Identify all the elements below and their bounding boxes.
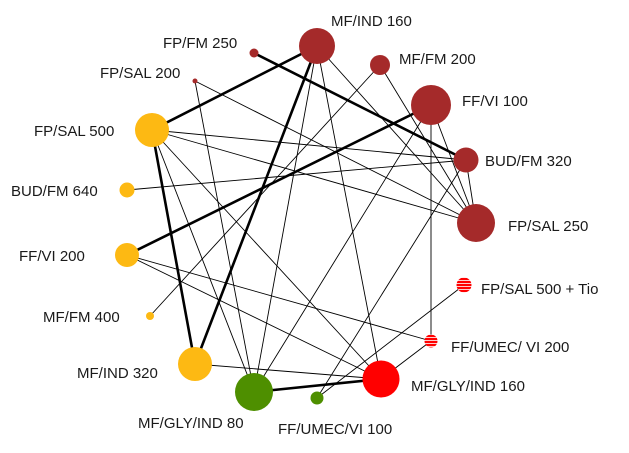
node-label-mf-fm-400: MF/FM 400 [43, 309, 120, 326]
node-label-fp-fm-250: FP/FM 250 [163, 35, 237, 52]
node-ff-umec-vi-100 [310, 391, 324, 405]
edge-mf-ind-320-to-mf-gly-ind-160 [194, 363, 382, 380]
node-fp-fm-250 [249, 48, 259, 58]
edge-mf-fm-200-to-fp-sal-250 [379, 64, 477, 224]
node-label-mf-gly-ind-80: MF/GLY/IND 80 [138, 415, 244, 432]
node-label-fp-sal-200: FP/SAL 200 [100, 65, 180, 82]
node-bud-fm-320 [453, 147, 479, 173]
edge-mf-ind-320-to-mf-ind-160 [193, 44, 319, 366]
edge-mf-gly-ind-80-to-mf-ind-160 [253, 45, 318, 393]
node-label-ff-umec-vi-200: FF/UMEC/ VI 200 [451, 339, 569, 356]
edge-mf-gly-ind-80-to-ff-vi-100 [253, 104, 432, 393]
node-mf-gly-ind-160 [362, 360, 400, 398]
node-ff-umec-vi-200 [424, 334, 438, 348]
edge-ff-vi-200-to-mf-gly-ind-160 [126, 254, 382, 380]
node-label-ff-vi-200: FF/VI 200 [19, 248, 85, 265]
node-bud-fm-640 [119, 182, 135, 198]
node-mf-fm-200 [370, 55, 390, 75]
edge-fp-sal-200-to-fp-sal-250 [194, 80, 477, 224]
edge-mf-fm-400-to-mf-fm-200 [149, 64, 381, 317]
node-mf-ind-160 [299, 28, 335, 64]
node-mf-ind-320 [178, 347, 212, 381]
node-fp-sal-250 [457, 204, 495, 242]
node-label-fp-sal-250: FP/SAL 250 [508, 218, 588, 235]
node-label-bud-fm-640: BUD/FM 640 [11, 183, 98, 200]
node-label-mf-ind-160: MF/IND 160 [331, 13, 412, 30]
edge-ff-vi-100-to-fp-sal-250 [430, 104, 477, 224]
node-mf-fm-400 [146, 312, 154, 320]
edge-fp-sal-500-to-bud-fm-320 [151, 129, 467, 161]
node-label-ff-umec-vi-100: FF/UMEC/VI 100 [278, 421, 392, 438]
nodes-layer [115, 28, 495, 411]
edge-ff-vi-200-to-ff-umec-vi-200 [126, 254, 432, 342]
node-fp-sal-500 [135, 113, 169, 147]
edge-fp-sal-500-to-mf-gly-ind-160 [151, 129, 382, 380]
node-label-mf-gly-ind-160: MF/GLY/IND 160 [411, 378, 525, 395]
node-fp-sal-500-plus-tio [456, 277, 472, 293]
node-label-mf-ind-320: MF/IND 320 [77, 365, 158, 382]
node-label-bud-fm-320: BUD/FM 320 [485, 153, 572, 170]
edge-mf-gly-ind-80-to-mf-gly-ind-160 [252, 377, 383, 394]
edge-bud-fm-640-to-bud-fm-320 [126, 159, 467, 191]
edge-fp-sal-500-to-mf-gly-ind-80 [151, 129, 255, 393]
edge-ff-vi-200-to-ff-vi-100 [125, 103, 433, 257]
node-fp-sal-200 [192, 78, 198, 84]
edges-layer [125, 44, 477, 399]
node-label-fp-sal-500-plus-tio: FP/SAL 500 + Tio [481, 281, 598, 298]
node-label-fp-sal-500: FP/SAL 500 [34, 123, 114, 140]
node-mf-gly-ind-80 [235, 373, 273, 411]
edge-fp-sal-500-to-fp-sal-250 [151, 129, 477, 224]
edge-fp-sal-500-to-mf-ind-160 [150, 44, 319, 132]
node-ff-vi-200 [115, 243, 139, 267]
edge-ff-umec-vi-100-to-bud-fm-320 [316, 159, 467, 399]
edge-ff-umec-vi-100-to-fp-sal-500-plus-tio [316, 284, 465, 399]
edge-mf-ind-160-to-fp-sal-250 [316, 45, 477, 224]
edge-mf-gly-ind-160-to-mf-ind-160 [316, 45, 382, 380]
edge-fp-sal-200-to-mf-gly-ind-80 [194, 80, 255, 393]
edge-fp-sal-500-to-mf-ind-320 [150, 128, 197, 366]
node-ff-vi-100 [411, 85, 451, 125]
node-label-ff-vi-100: FF/VI 100 [462, 93, 528, 110]
node-label-mf-fm-200: MF/FM 200 [399, 51, 476, 68]
